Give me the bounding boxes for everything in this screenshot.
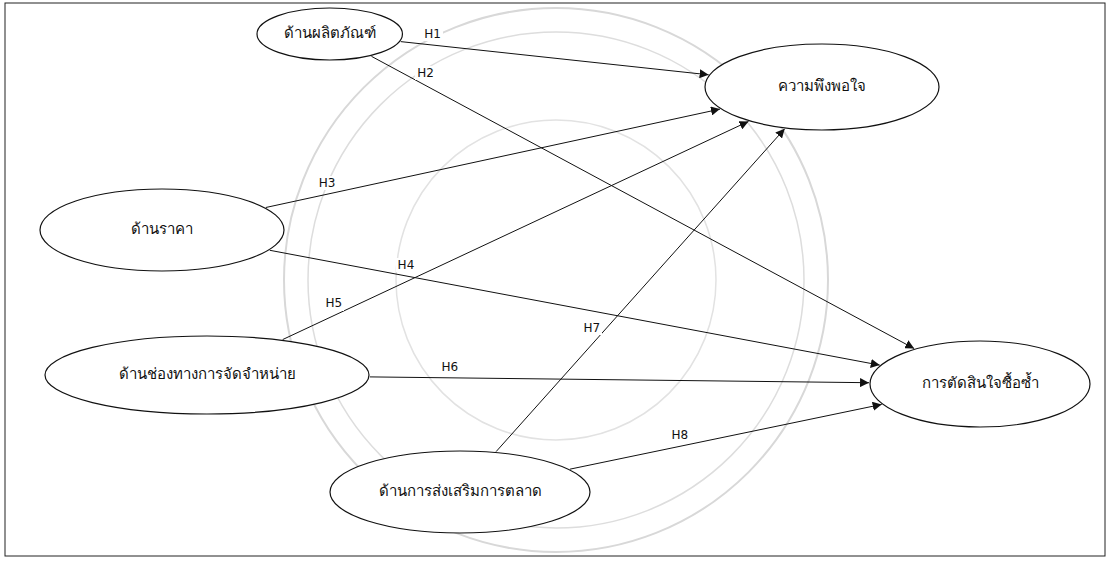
ellipse-shape <box>45 336 369 414</box>
ellipse-node: ด้านการส่งเสริมการตลาด <box>329 450 591 534</box>
node-label: ด้านการส่งเสริมการตลาด <box>379 482 542 502</box>
arrow-connector <box>570 404 882 469</box>
arrow-connector <box>496 129 785 452</box>
node-label: ด้านราคา <box>131 220 193 240</box>
arrow-connector <box>270 250 880 365</box>
hypothesis-label: H8 <box>670 428 691 442</box>
ellipse-shape <box>257 8 402 60</box>
ellipse-shape <box>330 451 590 533</box>
ellipse-shape <box>40 189 284 271</box>
hypothesis-label: H2 <box>415 66 436 80</box>
hypothesis-label: H5 <box>324 296 345 310</box>
ellipse-node: ด้านช่องทางการจัดจำหน่าย <box>44 335 370 415</box>
ellipse-node: ความพึงพอใจ <box>704 43 940 131</box>
frame <box>5 3 1105 556</box>
hypothesis-label: H3 <box>317 176 338 190</box>
node-label: การตัดสินใจซื้อซ้ำ <box>922 374 1039 394</box>
node-label: ด้านช่องทางการจัดจำหน่าย <box>119 365 296 385</box>
arrow-connector <box>401 42 709 75</box>
ellipse-node: การตัดสินใจซื้อซ้ำ <box>869 340 1091 428</box>
ellipse-node: ด้านผลิตภัณฑ์ <box>256 7 403 61</box>
ellipse-shape <box>705 44 939 130</box>
arrow-connector <box>266 109 720 207</box>
hypothesis-label: H4 <box>396 258 417 272</box>
hypothesis-label: H7 <box>581 321 602 335</box>
watermark-ring <box>396 120 716 440</box>
ellipse-shape <box>870 341 1090 427</box>
arrow-connector <box>283 121 749 339</box>
ellipse-node: ด้านราคา <box>39 188 285 272</box>
hypothesis-label: H6 <box>439 360 460 374</box>
arrow-connector <box>370 377 869 383</box>
hypothesis-label: H1 <box>422 27 443 41</box>
node-label: ความพึงพอใจ <box>778 77 866 97</box>
node-label: ด้านผลิตภัณฑ์ <box>284 24 376 44</box>
